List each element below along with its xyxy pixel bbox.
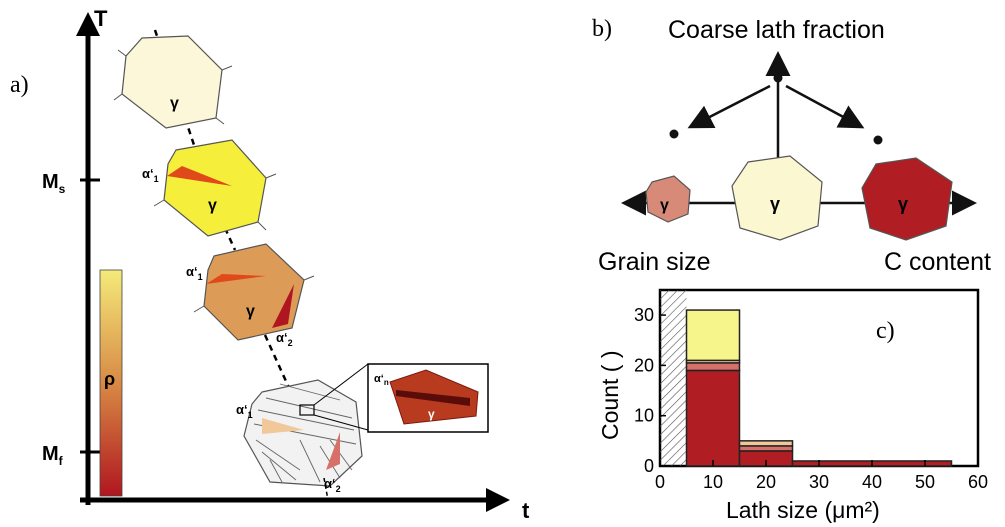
colorbar-label: ρ: [104, 369, 115, 389]
mf-label: Mf: [42, 443, 64, 468]
high-carbon-grain-gamma-label: γ: [898, 194, 908, 214]
zoom-connector: [313, 414, 369, 431]
lath-2-shape: [272, 284, 294, 328]
grain-4-shape: [243, 379, 363, 487]
ms-label: Ms: [42, 171, 66, 196]
grain-boundary-stub: [257, 221, 267, 231]
lath-2-label: α‘2: [324, 476, 341, 494]
small-grain-gamma-label: γ: [660, 197, 669, 214]
grain-boundary-stub: [221, 65, 233, 71]
panel-b-label: b): [592, 16, 612, 42]
histogram-bar-segment: [685, 309, 741, 362]
histogram-bars: [660, 290, 953, 467]
grain-boundary-stub: [193, 305, 205, 313]
panel-a: a) T t Ms Mf ρ γ: [10, 6, 530, 523]
y-axis-label: Count ( ): [597, 351, 623, 440]
zoom-box: [299, 404, 315, 416]
large-grain-shape: [731, 155, 823, 241]
coarse-lath-fraction-label: Coarse lath fraction: [668, 16, 885, 44]
grain-2-shape: [163, 139, 267, 237]
lath-1-shape: [167, 166, 232, 186]
x-tick-label: 30: [809, 472, 829, 492]
grain-2-gamma-label: γ: [208, 197, 217, 214]
grain-boundary-stub: [303, 275, 315, 281]
grain-1-shape: [121, 35, 223, 129]
lath-1-shape: [262, 418, 304, 434]
label-background: [850, 300, 970, 356]
density-colorbar: [99, 269, 123, 497]
x-axis-label: Lath size (μm²): [726, 497, 880, 523]
lath-1-label: α‘1: [186, 264, 203, 282]
grain-transformed: α‘1 α‘2: [236, 363, 369, 501]
histogram-bar-segment: [738, 440, 794, 447]
lath-n-label: α‘n: [374, 373, 389, 387]
panel-c: 0 10 20 30 40 50 60 0 10 20 30 c) Count ( ) Lath s…: [597, 288, 988, 523]
y-tick-label: 20: [634, 355, 654, 375]
lath-2-label: α‘2: [276, 330, 293, 348]
grain-size-label: Grain size: [598, 248, 711, 276]
histogram-bar-segment: [685, 369, 741, 467]
inset-lath-band: [396, 390, 470, 406]
time-axis-label: t: [522, 498, 530, 523]
histogram-bar-segment: [738, 445, 794, 452]
grain-1-gamma-label: γ: [170, 95, 179, 112]
x-tick-label: 10: [703, 472, 723, 492]
zoom-inset: α‘n γ: [367, 363, 489, 433]
zoom-connector: [313, 363, 369, 406]
lath-1-label: α‘1: [236, 402, 253, 420]
lath-1-label: α‘1: [142, 166, 159, 184]
small-grain-shape: [645, 175, 691, 223]
lath-1-shape: [206, 274, 266, 284]
direction-arrow-right: [785, 84, 865, 129]
inset-gamma-label: γ: [428, 407, 435, 421]
cooling-path-segment: [323, 477, 329, 501]
panel-b: b) Coarse lath fraction γ γ γ Grain size…: [592, 16, 991, 276]
cooling-path-segment: [223, 227, 237, 251]
x-tick-label: 20: [756, 472, 776, 492]
large-grain-gamma-label: γ: [770, 194, 780, 214]
lath-2-shape: [326, 432, 340, 470]
histogram-bar-segment: [685, 362, 741, 372]
high-carbon-grain-shape: [861, 157, 953, 241]
temperature-axis-arrow-icon: [76, 12, 100, 36]
grain-boundary-stub: [113, 93, 123, 101]
time-axis-arrow-icon: [486, 488, 510, 512]
grain-boundary-stub: [215, 117, 225, 125]
grain-boundary-stub: [117, 49, 127, 57]
direction-dot-right: [873, 135, 883, 145]
x-tick-label: 60: [968, 472, 988, 492]
excluded-region-hatch: [660, 290, 687, 466]
grain-first-lath: α‘1 γ: [142, 139, 277, 237]
histogram-ticks: 0 10 20 30 40 50 60 0 10 20 30: [634, 305, 988, 492]
panel-c-label: c): [876, 318, 895, 344]
x-tick-label: 50: [915, 472, 935, 492]
grain-3-shape: [203, 243, 305, 341]
grain-second-lath: α‘1 γ α‘2: [186, 243, 315, 348]
c-content-label: C content: [884, 248, 991, 276]
x-tick-label: 0: [655, 472, 665, 492]
direction-dot-left: [669, 129, 679, 139]
panel-a-label: a): [10, 72, 29, 98]
y-tick-label: 30: [634, 305, 654, 325]
x-tick-label: 40: [862, 472, 882, 492]
y-tick-label: 10: [634, 406, 654, 426]
grain-boundary-stub: [265, 173, 277, 179]
grain-3-gamma-label: γ: [246, 303, 255, 320]
origin-dot: [773, 73, 783, 83]
grain-boundary-stub: [153, 199, 165, 207]
direction-arrow-left: [687, 84, 771, 129]
temperature-axis-label: T: [94, 6, 108, 31]
y-tick-label: 0: [644, 456, 654, 476]
grain-austenite: γ: [113, 35, 233, 129]
